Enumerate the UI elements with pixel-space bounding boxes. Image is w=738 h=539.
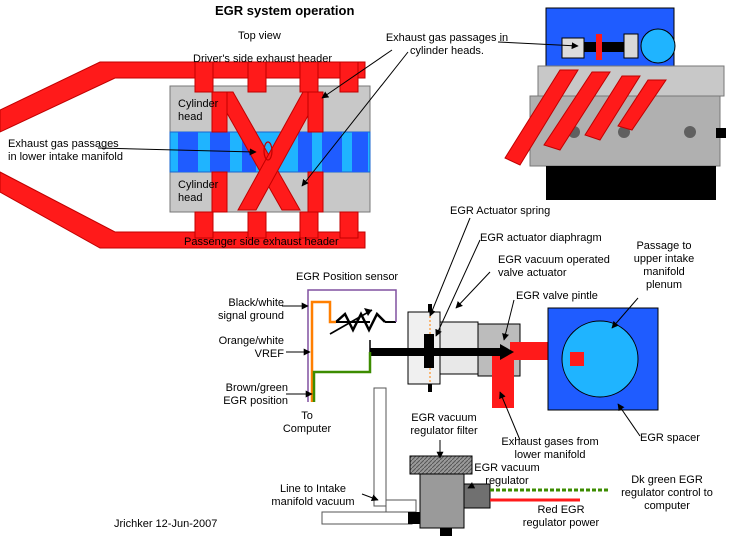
vref-label: Orange/white VREF — [218, 335, 284, 360]
to-computer-label: To Computer — [282, 410, 332, 435]
line-to-intake-label: Line to Intake manifold vacuum — [271, 483, 355, 508]
egr-valve-assembly — [329, 304, 659, 411]
top-view-engine — [0, 61, 371, 249]
vacuum-actuator-label: EGR vacuum operated valve actuator — [498, 254, 610, 279]
passenger-exhaust-header — [0, 171, 366, 249]
callout-arrows — [97, 41, 641, 502]
red-power-label: Red EGR regulator power — [522, 504, 600, 529]
dk-green-control-label: Dk green EGR regulator control to comput… — [621, 474, 713, 512]
signal-ground-label: Black/white signal ground — [217, 297, 284, 322]
vacuum-regulator-label: EGR vacuum regulator — [474, 462, 540, 487]
actuator-spring-label: EGR Actuator spring — [450, 205, 551, 217]
sensor-wiring — [307, 289, 397, 402]
drivers-exhaust-header — [0, 61, 366, 133]
plenum-passage-label: Passage to upper intake manifold plenum — [633, 240, 695, 291]
actuator-diaphragm-label: EGR actuator diaphragm — [480, 232, 602, 244]
cylinder-head-top — [169, 85, 371, 137]
cylinder-head-top-label: Cylinder head — [178, 98, 219, 123]
drivers-header-label: Driver's side exhaust header — [193, 53, 333, 65]
side-view-engine — [504, 7, 726, 200]
crossover-passages — [211, 91, 324, 213]
position-sensor-label: EGR Position sensor — [296, 271, 399, 283]
valve-pintle-label: EGR valve pintle — [516, 290, 598, 302]
passages-heads-label: Exhaust gas passages in cylinder heads. — [385, 32, 509, 57]
vacuum-regulator — [409, 455, 610, 536]
cylinder-head-bottom-label: Cylinder head — [178, 179, 219, 204]
spacer-label: EGR spacer — [640, 432, 700, 444]
passenger-header-label: Passenger side exhaust header — [184, 236, 339, 248]
exhaust-lower-label: Exhaust gases from lower manifold — [501, 436, 599, 461]
diagram-title: EGR system operation — [215, 3, 355, 18]
top-view-label: Top view — [238, 30, 281, 42]
vacuum-line — [321, 387, 426, 525]
credit-label: Jrichker 12-Jun-2007 — [114, 518, 218, 530]
regulator-filter-label: EGR vacuum regulator filter — [410, 412, 478, 437]
passages-manifold-label: Exhaust gas passages in lower intake man… — [8, 138, 123, 163]
egr-position-label: Brown/green EGR position — [223, 382, 288, 407]
